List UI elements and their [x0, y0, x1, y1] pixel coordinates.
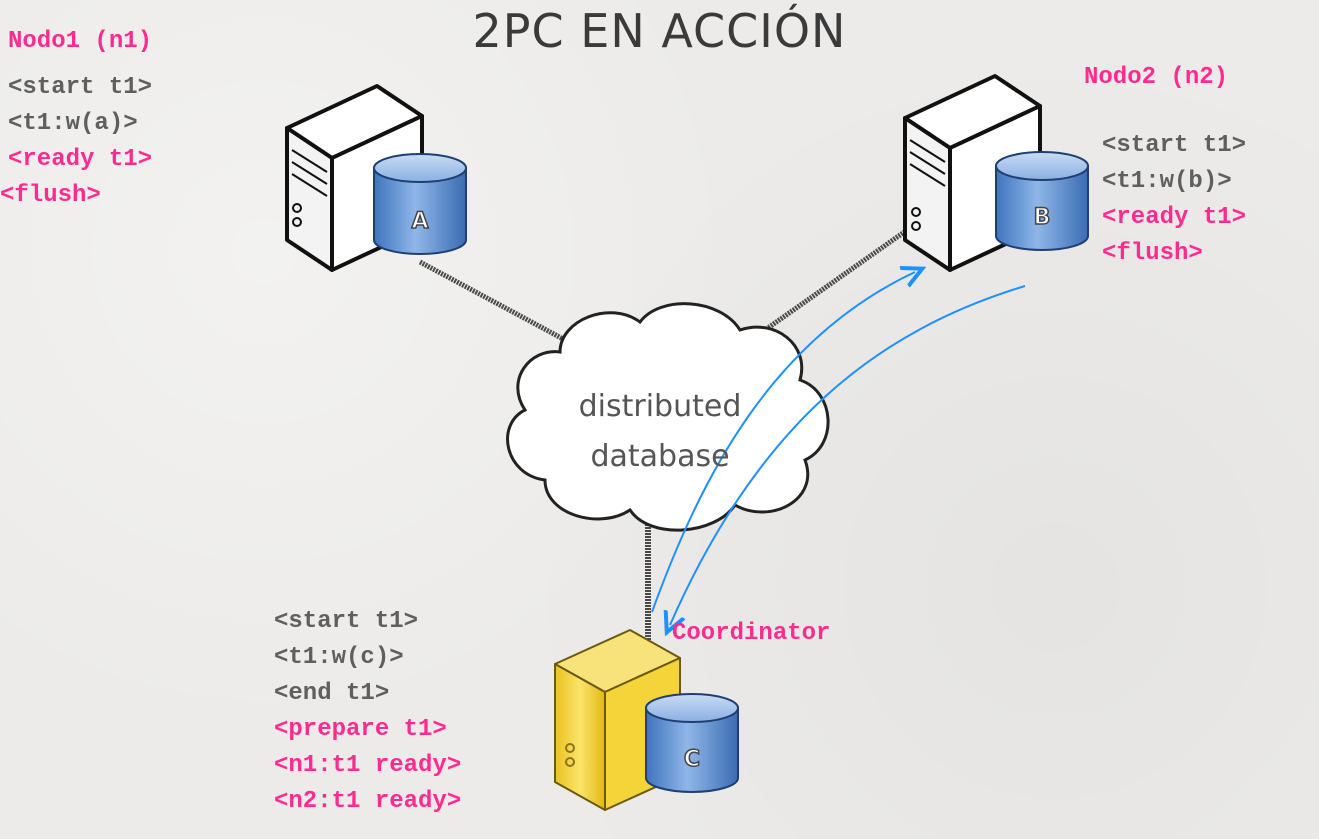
node2-label: Nodo2 (n2): [1084, 64, 1229, 91]
node2-log: <start t1> <t1:w(b)> <ready t1> <flush>: [1102, 128, 1246, 272]
page-title: 2PC EN ACCIÓN: [472, 4, 847, 58]
distributed-database-cloud: [506, 302, 830, 532]
database-a-icon: [373, 153, 467, 255]
coordinator-label: Coordinator: [672, 620, 831, 647]
database-a-letter: A: [411, 209, 428, 234]
node1-label: Nodo1 (n1): [8, 28, 153, 55]
coordinator-log-entry: <prepare t1>: [274, 716, 447, 743]
coordinator-log-entry: <start t1>: [274, 608, 419, 635]
coordinator-log-entry: <n1:t1 ready>: [274, 752, 462, 779]
database-c-icon: [645, 693, 739, 793]
node1-log-entry: <flush>: [0, 182, 101, 209]
prepare-arrow: [651, 272, 915, 613]
node1-log-entry: <ready t1>: [8, 146, 153, 173]
coordinator-log-entry: <end t1>: [274, 680, 390, 707]
cloud-label-line2: database: [590, 439, 730, 474]
link-b-cloud: [763, 225, 912, 333]
database-c-letter: C: [684, 747, 700, 772]
node1-log-entry: <t1:w(a)>: [8, 110, 138, 137]
node2-log-entry: <ready t1>: [1102, 204, 1247, 231]
node1-log: <start t1> <t1:w(a)> <ready t1> <flush>: [0, 70, 153, 214]
coordinator-log-entry: <n2:t1 ready>: [274, 788, 462, 815]
cloud-label: distributed database: [520, 382, 800, 482]
database-b-letter: B: [1034, 205, 1051, 230]
coordinator-log-entry: <t1:w(c)>: [274, 644, 404, 671]
node2-log-entry: <start t1>: [1102, 132, 1247, 159]
ready-arrow: [670, 285, 1026, 625]
link-lines: [418, 225, 912, 640]
node2-log-entry: <flush>: [1102, 240, 1203, 267]
node1-log-entry: <start t1>: [8, 74, 153, 101]
cloud-label-line1: distributed: [578, 389, 742, 424]
server-c: [554, 629, 681, 811]
database-b-icon: [995, 151, 1089, 251]
link-a-cloud: [418, 259, 567, 343]
node2-log-entry: <t1:w(b)>: [1102, 168, 1232, 195]
message-arrows: [651, 272, 1026, 625]
coordinator-log: <start t1> <t1:w(c)> <end t1> <prepare t…: [274, 604, 461, 820]
